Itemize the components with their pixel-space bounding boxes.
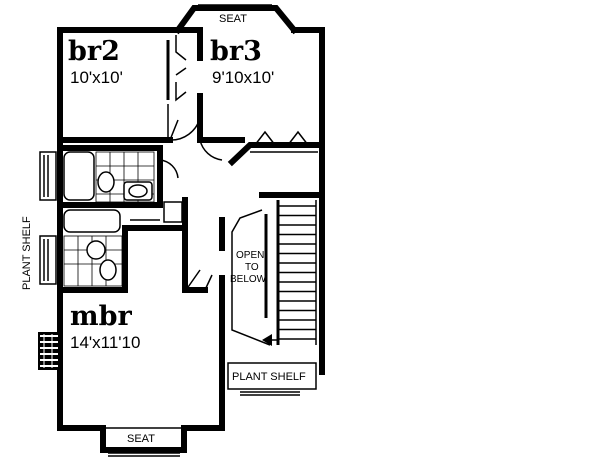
br2-dimensions: 10'x10' (70, 68, 123, 87)
plant-shelf-bottom (227, 362, 317, 396)
seat-bottom-window (103, 427, 184, 457)
open-to-below-line1: OPEN (236, 250, 264, 261)
plant-shelf-side-label: PLANT SHELF (21, 216, 33, 290)
seat-bottom-label: SEAT (127, 433, 155, 445)
plant-shelf-bottom-label: PLANT SHELF (232, 371, 306, 383)
br3-dimensions: 9'10x10' (212, 68, 274, 87)
staircase (231, 200, 317, 346)
walls (57, 5, 325, 453)
open-to-below-line2: TO (245, 262, 259, 273)
br2-closet (166, 35, 187, 140)
mbr-name: mbr (70, 301, 132, 332)
br3-closet (250, 130, 318, 153)
seat-top-label: SEAT (219, 13, 247, 25)
fireplace (38, 332, 60, 370)
open-to-below-line3: BELOW (230, 274, 267, 285)
br3-name: br3 (210, 36, 262, 67)
bath-lower (39, 209, 123, 287)
linen-closet (130, 201, 213, 291)
br2-name: br2 (68, 36, 120, 67)
mbr-dimensions: 14'x11'10 (70, 333, 140, 352)
hall-doors (159, 117, 223, 179)
bath-upper (39, 151, 155, 203)
